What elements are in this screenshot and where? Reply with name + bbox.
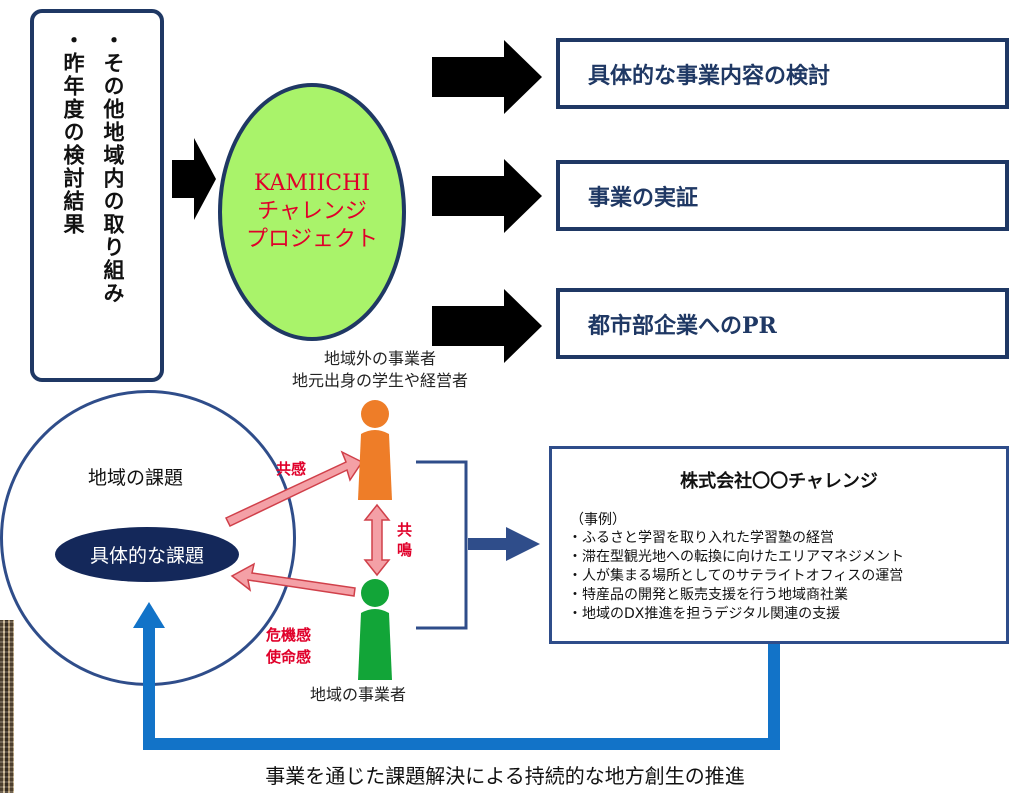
arrow-to-outcome-1: [432, 40, 542, 114]
resonance-arrow: [363, 503, 391, 577]
resonance-label-1: 共: [397, 521, 413, 539]
specific-issue-label: 具体的な課題: [89, 545, 204, 567]
company-example: ・滞在型観光地への転換に向けたエリアマネジメント: [568, 549, 904, 565]
outside-actor-person-icon: [358, 400, 392, 500]
project-name-line1: KAMIICHI: [253, 171, 371, 196]
input-other-initiatives: ・その他地域内の取り組み: [101, 29, 125, 305]
empathy-arrow: [224, 450, 364, 527]
outside-actors-label: 地域外の事業者 地元出身の学生や経営者: [250, 348, 510, 392]
outside-actors-line2: 地元出身の学生や経営者: [291, 371, 468, 390]
outcome-box-2: 事業の実証: [556, 160, 1009, 231]
arrow-to-outcome-2: [432, 159, 542, 233]
outcome-label-2: 事業の実証: [588, 184, 699, 211]
outcome-label-1: 具体的な事業内容の検討: [588, 62, 831, 89]
local-actor-person-icon: [358, 579, 392, 680]
actors-bracket: [416, 460, 468, 630]
crisis-arrow: [230, 562, 356, 597]
arrow-to-company: [468, 527, 540, 561]
photo-fragment: [0, 620, 14, 793]
input-last-year-results: ・昨年度の検討結果: [61, 29, 85, 236]
mission-label: 使命感: [266, 648, 312, 666]
inputs-box: ・その他地域内の取り組み ・昨年度の検討結果: [30, 9, 164, 382]
project-name-line2: チャレンジ: [257, 199, 367, 224]
local-actor-label: 地域の事業者: [310, 685, 407, 704]
arrow-into-project: [172, 138, 216, 220]
company-subtitle: （事例）: [570, 512, 626, 528]
outcome-label-3: 都市部企業へのPR: [588, 312, 777, 339]
company-title: 株式会社〇〇チャレンジ: [680, 471, 878, 492]
feedback-loop-arrow: [133, 602, 780, 750]
specific-issue-pill: 具体的な課題: [55, 527, 239, 582]
bottom-caption: 事業を通じた課題解決による持続的な地方創生の推進: [265, 764, 745, 788]
company-example: ・特産品の開発と販売支援を行う地域商社業: [568, 587, 848, 603]
crisis-label: 危機感: [266, 626, 312, 644]
company-box: 株式会社〇〇チャレンジ （事例） ・ふるさと学習を取り入れた学習塾の経営 ・滞在…: [549, 446, 1009, 644]
project-name-line3: プロジェクト: [245, 227, 378, 252]
empathy-label: 共感: [276, 460, 307, 478]
outside-actors-line1: 地域外の事業者: [323, 349, 436, 368]
company-example: ・ふるさと学習を取り入れた学習塾の経営: [568, 530, 834, 546]
project-ellipse: KAMIICHI チャレンジ プロジェクト: [218, 83, 406, 341]
company-examples: ・ふるさと学習を取り入れた学習塾の経営 ・滞在型観光地への転換に向けたエリアマネ…: [568, 529, 904, 624]
company-example: ・人が集まる場所としてのサテライトオフィスの運営: [568, 568, 904, 584]
regional-issues-title: 地域の課題: [88, 467, 184, 489]
company-example: ・地域のDX推進を担うデジタル関連の支援: [568, 606, 841, 622]
arrow-to-outcome-3: [432, 289, 542, 363]
outcome-box-3: 都市部企業へのPR: [556, 288, 1009, 359]
resonance-label-2: 鳴: [397, 541, 413, 559]
outcome-box-1: 具体的な事業内容の検討: [556, 38, 1009, 109]
